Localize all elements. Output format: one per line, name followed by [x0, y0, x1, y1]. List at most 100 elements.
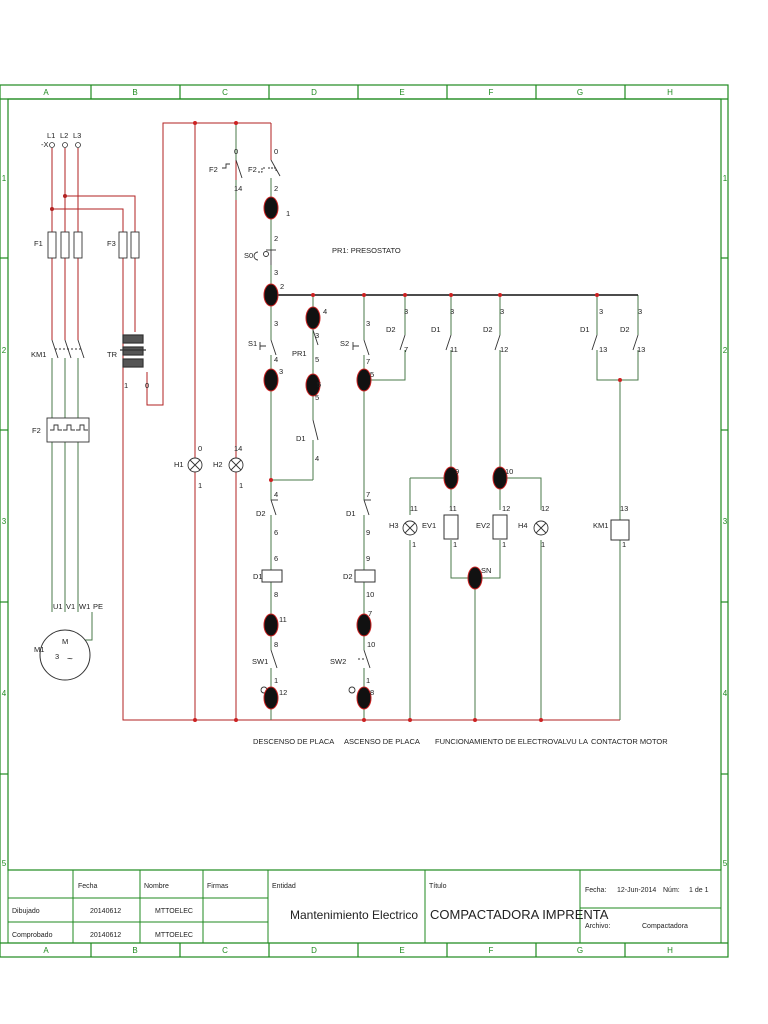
control-wires [235, 123, 639, 720]
label-ev1: EV1 [422, 521, 436, 530]
caption-contactor: CONTACTOR MOTOR [591, 737, 668, 746]
tb-comprobado-fecha: 20140612 [90, 932, 121, 939]
terminal-l3 [75, 142, 81, 148]
label-node: 1 [198, 481, 202, 490]
node-12 [263, 686, 279, 710]
contact-d1-b [363, 499, 370, 516]
tb-dibujado-label: Dibujado [12, 908, 40, 915]
label-d1-d: D1 [580, 325, 590, 334]
contact-d2-b [399, 334, 406, 351]
tb-titulo-header: Título [429, 883, 447, 890]
label-node: 7 [366, 490, 370, 499]
label-x: -X [41, 140, 49, 149]
label-f1: F1 [34, 239, 43, 248]
label-node: 4 [323, 307, 327, 316]
label-d2-coil: D2 [343, 572, 353, 581]
label-node: 8 [274, 640, 278, 649]
label-node: 3 [366, 319, 370, 328]
node-5a [305, 373, 321, 397]
label-f2-ctl: F2 [209, 165, 218, 174]
tb-entidad-header: Entidad [272, 883, 296, 890]
lamp-h4 [533, 520, 549, 536]
label-u1: U1 [53, 602, 63, 611]
col-label-bottom: B [132, 946, 137, 955]
row-label-right: 4 [723, 689, 728, 698]
label-motor-m: M [62, 637, 68, 646]
label-h4: H4 [518, 521, 528, 530]
label-node: 1 [412, 540, 416, 549]
node-9 [443, 466, 459, 490]
node-5b [356, 368, 372, 392]
label-node: 0 [274, 147, 278, 156]
label-sw1: SW1 [252, 657, 268, 666]
phase-terminals [49, 142, 81, 148]
col-label-bottom: E [399, 946, 404, 955]
label-node: 0 [198, 444, 202, 453]
col-label-top: D [311, 88, 317, 97]
node-2 [263, 283, 279, 307]
node-3 [263, 368, 279, 392]
tb-num-label: Núm: [663, 887, 680, 894]
contacts [222, 159, 639, 669]
label-node: 1 [239, 481, 243, 490]
label-node: 3 [638, 307, 642, 316]
label-node: 1 [286, 209, 290, 218]
label-node: 12 [541, 504, 549, 513]
label-d2-d: D2 [620, 325, 630, 334]
fuse-f1 [47, 231, 140, 259]
label-node: 9 [366, 554, 370, 563]
row-label-right: 5 [723, 859, 728, 868]
tb-firmas-header: Firmas [207, 883, 229, 890]
label-node: 10 [366, 590, 374, 599]
label-l1: L1 [47, 131, 55, 140]
node-10 [356, 613, 372, 637]
node-8 [356, 686, 372, 710]
label-node: 3 [279, 367, 283, 376]
label-d1-coil: D1 [253, 572, 263, 581]
tb-archivo-label: Archivo: [585, 923, 610, 930]
row-label-left: 3 [2, 517, 7, 526]
label-h3: H3 [389, 521, 399, 530]
label-sn: SN [481, 566, 491, 575]
label-node: 1 [453, 540, 457, 549]
label-node: 10 [505, 467, 513, 476]
lamp-h3 [402, 520, 418, 536]
label-node: 3 [315, 331, 319, 340]
label-s1: S1 [248, 339, 257, 348]
label-node: 0 [234, 147, 238, 156]
contact-d2-a [270, 499, 277, 516]
label-d1: D1 [296, 434, 306, 443]
tb-fecha-header: Fecha [78, 883, 98, 890]
node-4 [305, 306, 321, 330]
label-node: 4 [274, 355, 278, 364]
contact-d1-c [445, 334, 452, 351]
col-label-bottom: G [577, 946, 583, 955]
label-tr-0: 0 [145, 381, 149, 390]
column-labels: A B C D E F G H A B C D E F G H [43, 88, 673, 955]
label-node: 1 [274, 676, 278, 685]
label-node: 1 [366, 676, 370, 685]
power-junctions [50, 194, 67, 211]
circuit-captions: DESCENSO DE PLACA ASCENSO DE PLACA FUNCI… [253, 737, 668, 746]
label-l2: L2 [60, 131, 68, 140]
label-node: 13 [620, 504, 628, 513]
label-node: 12 [279, 688, 287, 697]
label-l3: L3 [73, 131, 81, 140]
label-node: 13 [637, 345, 645, 354]
label-node: 8 [274, 590, 278, 599]
caption-ascenso: ASCENSO DE PLACA [344, 737, 420, 746]
terminal-l2 [62, 142, 68, 148]
col-label-top: H [667, 88, 673, 97]
label-node: 6 [274, 528, 278, 537]
label-tr-1: 1 [124, 381, 128, 390]
col-label-bottom: D [311, 946, 317, 955]
label-v1: V1 [66, 602, 75, 611]
label-node: 2 [274, 234, 278, 243]
lamp-h1 [187, 457, 203, 473]
tb-entidad-value: Mantenimiento Electrico [290, 908, 418, 922]
label-node: 9 [455, 467, 459, 476]
contact-f2-no [235, 159, 243, 179]
col-label-bottom: H [667, 946, 673, 955]
label-f3: F3 [107, 239, 116, 248]
label-km1: KM1 [31, 350, 46, 359]
